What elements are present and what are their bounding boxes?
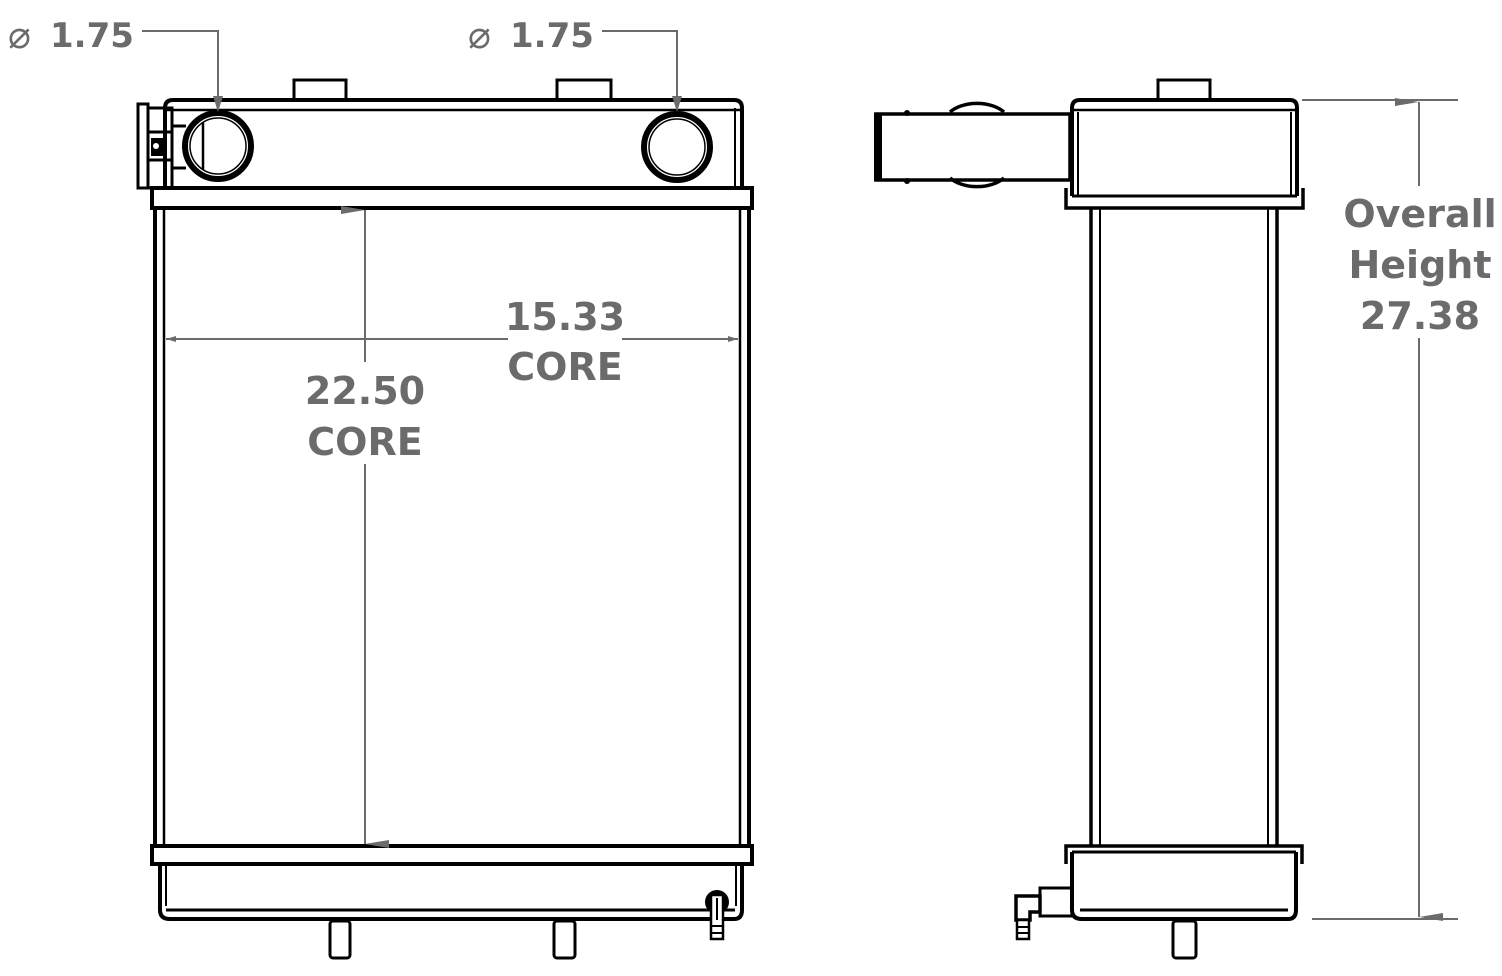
inlet-diameter-value: 1.75 [50,16,134,56]
core-height-label: 22.50 CORE [305,369,425,464]
top-tab-left [292,78,348,102]
side-view [874,78,1305,960]
front-view [136,78,754,960]
overall-height-label: Overall Height 27.38 [1343,192,1496,338]
front-dimensions [142,30,738,848]
upper-header [150,186,754,210]
diameter-symbol: ⌀ [468,13,491,57]
overall-height-line2: Height [1348,243,1491,287]
overall-height-value: 27.38 [1360,294,1480,338]
bottom-peg-left [328,919,352,960]
outlet-diameter-value: 1.75 [510,16,594,56]
core-width-label: 15.33 CORE [505,295,625,389]
top-tank [163,98,744,188]
overall-height-line1: Overall [1343,192,1496,236]
core-width-value: 15.33 [505,295,625,339]
bottom-peg-right [552,919,577,960]
inlet-leader [142,30,219,108]
outlet-port [641,111,713,183]
inlet-diameter-callout: ⌀ 1.75 [8,13,134,57]
core-width-caption: CORE [507,345,622,389]
lower-header [150,844,754,866]
core-height-caption: CORE [307,420,422,464]
bottom-tank [158,864,744,921]
drain-elbow [1038,886,1074,918]
diameter-symbol: ⌀ [8,13,31,57]
side-top-tank [1070,98,1299,196]
inlet-port [182,110,254,182]
outlet-diameter-callout: ⌀ 1.75 [468,13,594,57]
outlet-leader [602,30,678,108]
overall-height-dimension [1302,98,1458,921]
core-height-value: 22.50 [305,369,425,413]
top-tab-right [555,78,613,102]
inlet-pipe [874,112,1072,182]
